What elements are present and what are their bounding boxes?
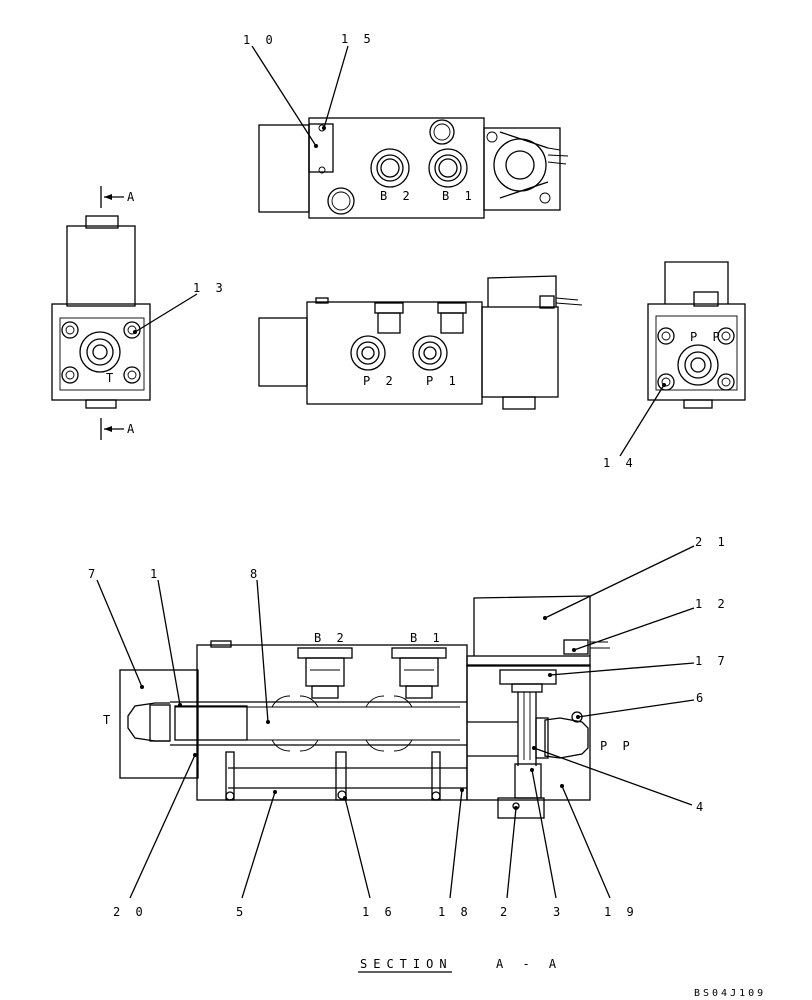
callout-21: 2 1 bbox=[695, 535, 729, 549]
leader-lines bbox=[96, 45, 695, 899]
front-view: P 2 P 1 bbox=[258, 275, 583, 410]
section-fitting-b1 bbox=[391, 647, 447, 699]
port-fitting-b2 bbox=[370, 148, 410, 188]
port-label-b1-section: B 1 bbox=[410, 631, 444, 645]
callout-12: 1 2 bbox=[695, 597, 729, 611]
port-label-b1: B 1 bbox=[442, 189, 476, 203]
callout-2: 2 bbox=[500, 905, 511, 919]
section-mark-a-top: A bbox=[127, 190, 138, 204]
section-caption: SECTION A - A bbox=[358, 957, 562, 973]
right-end-view: P P bbox=[647, 261, 746, 409]
left-end-view: T A A bbox=[51, 186, 151, 440]
section-a-a: T B 2 B 1 P P bbox=[103, 595, 634, 819]
port-label-p2: P 2 bbox=[363, 374, 397, 388]
section-fitting-b2 bbox=[297, 647, 353, 699]
callout-18: 1 8 bbox=[438, 905, 472, 919]
port-label-b2-section: B 2 bbox=[314, 631, 348, 645]
section-mark-a-bottom: A bbox=[127, 422, 138, 436]
port-label-b2: B 2 bbox=[380, 189, 414, 203]
port-fitting-b1 bbox=[428, 148, 468, 188]
callout-6: 6 bbox=[696, 691, 707, 705]
section-caption-label: SECTION bbox=[360, 957, 453, 971]
callout-16: 1 6 bbox=[362, 905, 396, 919]
port-label-p1: P 1 bbox=[426, 374, 460, 388]
callout-20: 2 0 bbox=[113, 905, 147, 919]
port-label-pp-end: P P bbox=[690, 330, 724, 344]
section-caption-id: A - A bbox=[496, 957, 562, 971]
callout-3: 3 bbox=[553, 905, 564, 919]
drawing-code: BS04J109 bbox=[694, 988, 766, 999]
callout-15: 1 5 bbox=[341, 32, 375, 46]
callout-14: 1 4 bbox=[603, 456, 637, 470]
callout-5: 5 bbox=[236, 905, 247, 919]
callout-13: 1 3 bbox=[193, 281, 227, 295]
callout-8: 8 bbox=[250, 567, 261, 581]
callout-1: 1 bbox=[150, 567, 161, 581]
port-label-t-end: T bbox=[106, 371, 117, 385]
port-label-t-section: T bbox=[103, 713, 114, 727]
callout-17: 1 7 bbox=[695, 654, 729, 668]
callouts: 1 0 1 5 1 3 1 4 7 1 8 2 1 1 2 1 7 6 4 2 … bbox=[88, 32, 729, 919]
port-label-pp-section: P P bbox=[600, 739, 634, 753]
callout-19: 1 9 bbox=[604, 905, 638, 919]
top-view: B 2 B 1 bbox=[258, 117, 569, 219]
callout-10: 1 0 bbox=[243, 33, 277, 47]
callout-4: 4 bbox=[696, 800, 707, 814]
callout-7: 7 bbox=[88, 567, 99, 581]
